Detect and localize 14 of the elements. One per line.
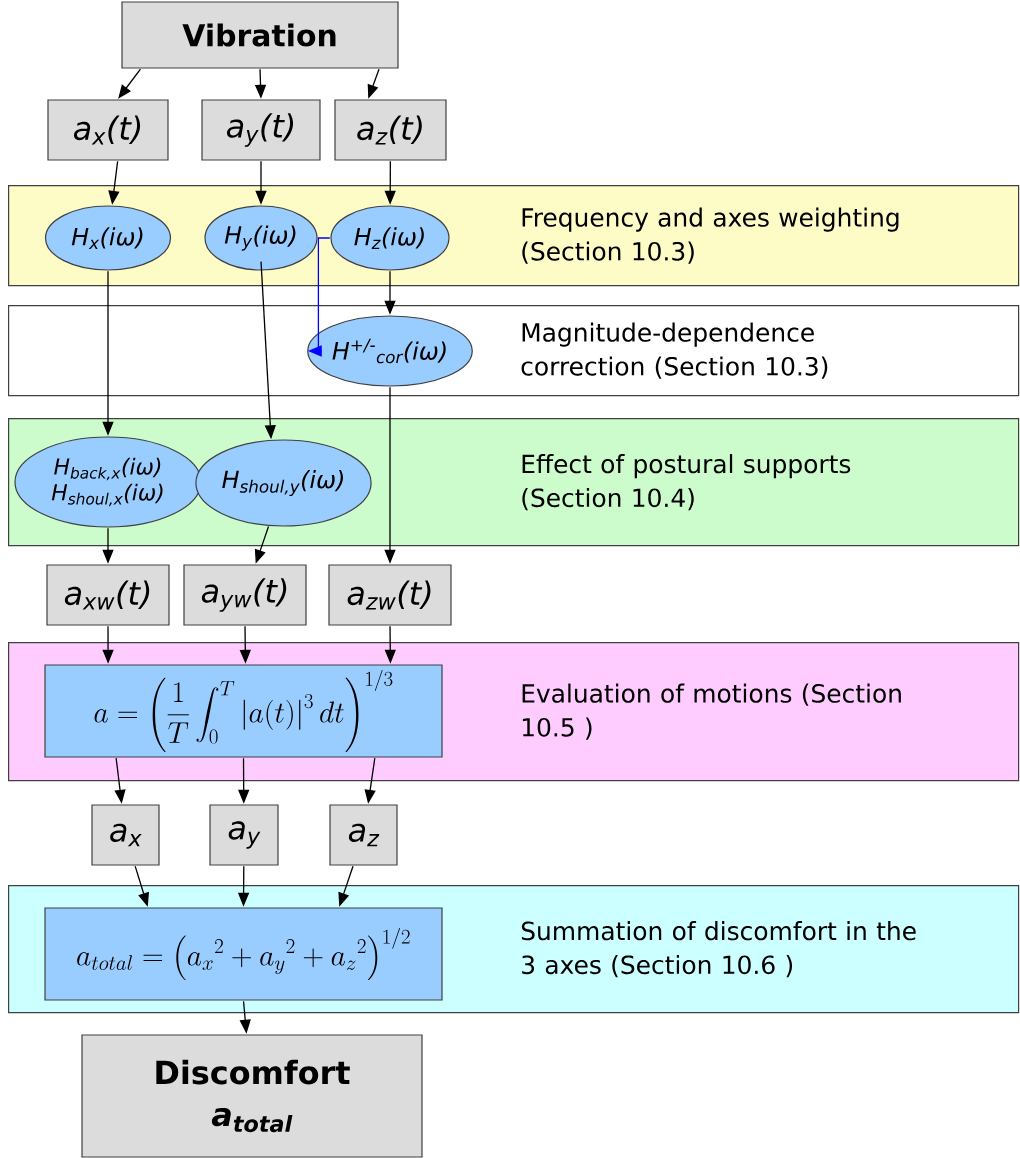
- arrow: [118, 68, 142, 99]
- signal-box: a$_{z}$: [329, 804, 398, 866]
- output-box: Discomfort a$_{total}$: [81, 1034, 423, 1158]
- signal-box: a$_{zw}$(t): [328, 564, 452, 626]
- signal-box: a$_{yw}$(t): [183, 564, 307, 626]
- signal-box: a$_{y}$: [209, 804, 279, 866]
- input-box: Vibration: [121, 1, 399, 69]
- signal-box: a$_{x}$(t): [47, 99, 169, 161]
- signal-box: a$_{z}$(t): [334, 99, 447, 161]
- formula-box: $a=\left(\frac{1}{T}\int_0^T\left|a(t)\right|^3dt\right)^{1/3}$: [44, 664, 443, 758]
- signal-box: a$_{xw}$(t): [46, 564, 170, 626]
- formula-box: $a_{total}=\left(a_x{}^2+a_y{}^2+a_z{}^2\right)^{1/2}$: [44, 907, 443, 1001]
- signal-box: a$_{x}$: [91, 804, 160, 866]
- signal-box: a$_{y}$(t): [201, 99, 321, 161]
